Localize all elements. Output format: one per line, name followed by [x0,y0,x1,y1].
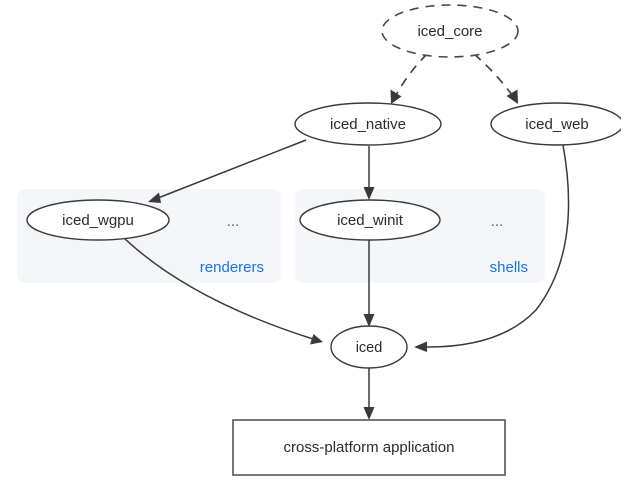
node-iced_native-label: iced_native [330,116,406,133]
node-iced-shape[interactable] [330,325,408,369]
arrow-head-icon [310,334,323,345]
arrow-head-icon [363,187,375,200]
node-iced_core[interactable]: iced_core [381,4,519,58]
arrow-head-icon [363,314,375,327]
arrow-head-icon [390,89,402,104]
cluster-renderers-label: renderers [200,259,264,276]
node-iced_wgpu-label: iced_wgpu [62,212,134,229]
node-iced_core-shape[interactable] [381,4,519,58]
node-application-label: cross-platform application [284,439,455,456]
edge-iced_wgpu-to-iced [123,237,323,345]
node-iced-label: iced [356,340,383,356]
edge-iced_web-to-iced [414,144,570,352]
node-iced_web-shape[interactable] [490,102,621,146]
cluster-shells-label: shells [490,259,528,276]
node-iced_native[interactable]: iced_native [294,102,442,146]
renderers-more-ellipsis: ... [227,213,240,230]
edge-iced_native-to-iced_winit [363,146,375,200]
node-application-shape[interactable] [232,419,506,476]
arrow-head-icon [414,341,427,352]
arrow-head-icon [363,407,375,420]
shells-more-ellipsis: ... [491,213,504,230]
edge-iced_winit-to-iced [363,240,375,327]
node-iced[interactable]: iced [330,325,408,369]
node-iced_winit-label: iced_winit [337,212,404,229]
edge-iced_core-to-iced_native [390,53,428,104]
node-iced_core-label: iced_core [417,23,482,40]
node-application[interactable]: cross-platform application [232,419,506,476]
node-iced_winit[interactable]: iced_winit [299,199,441,241]
node-iced_web-label: iced_web [525,116,588,133]
node-iced_wgpu-shape[interactable] [26,199,170,241]
node-iced_web[interactable]: iced_web [490,102,621,146]
node-iced_wgpu[interactable]: iced_wgpu [26,199,170,241]
node-iced_native-shape[interactable] [294,102,442,146]
edge-iced_native-to-iced_wgpu [148,139,307,203]
edge-iced_core-to-iced_web [473,53,518,104]
node-iced_winit-shape[interactable] [299,199,441,241]
arrow-head-icon [506,89,518,104]
edge-iced-to-application [363,368,375,420]
arrow-head-icon [148,192,161,203]
